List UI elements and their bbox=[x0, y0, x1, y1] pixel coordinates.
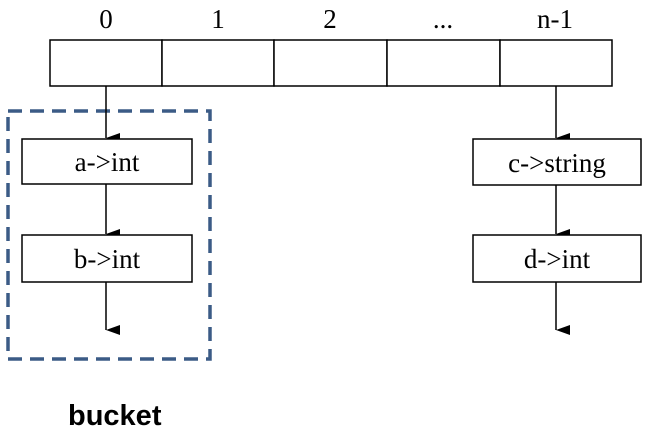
chain-node-b bbox=[21, 234, 193, 283]
array-index-label: 2 bbox=[323, 4, 337, 34]
bucket-caption: bucket bbox=[68, 400, 162, 432]
array-cell bbox=[386, 39, 501, 87]
hash-array bbox=[49, 39, 613, 87]
chain-node-label: c->string bbox=[508, 148, 606, 178]
array-index-label: 1 bbox=[211, 4, 225, 34]
array-index-label: ... bbox=[433, 4, 453, 34]
array-cell bbox=[161, 39, 275, 87]
array-cell bbox=[273, 39, 388, 87]
array-cell bbox=[49, 39, 163, 87]
chain-node-label: b->int bbox=[74, 244, 141, 274]
array-index-label: n-1 bbox=[537, 4, 573, 34]
chain-node-label: a->int bbox=[75, 147, 140, 177]
chain-node-a bbox=[21, 138, 193, 185]
chain-node-d bbox=[472, 234, 642, 283]
array-index-label: 0 bbox=[99, 4, 113, 34]
chain-node-c bbox=[472, 138, 642, 186]
chain-node-label: d->int bbox=[524, 244, 591, 274]
bucket-outline bbox=[6, 109, 212, 361]
array-cell bbox=[499, 39, 613, 87]
